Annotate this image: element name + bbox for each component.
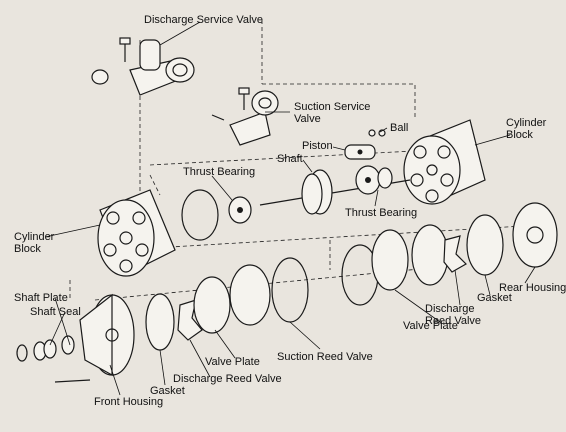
label-cylinder-block-left-line1: Cylinder [14,231,55,243]
thrust-bearings [181,165,393,241]
label-shaft-plate: Shaft Plate [14,292,68,304]
label-rear-housing: Rear Housing [499,282,566,294]
label-gasket-rear: Gasket [477,292,512,304]
label-thrust-bearing-right: Thrust Bearing [345,207,418,219]
label-thrust-bearing-top: Thrust Bearing [183,166,256,178]
cylinder-block-right [403,119,486,205]
shaft-seal-parts [16,335,75,362]
label-front-housing: Front Housing [94,396,164,408]
label-discharge-reed-valve-rear-line1: Discharge [425,303,475,315]
label-discharge-reed-valve-front: Discharge Reed Valve [173,373,282,385]
label-cylinder-block-right-line2: Block [506,129,533,141]
piston-assembly [344,129,386,160]
label-gasket-front: Gasket [150,385,185,397]
suction-service-valve [211,87,279,146]
front-valve-stack [145,257,309,351]
shaft-assembly [259,169,411,215]
label-suction-service-valve-line2: Valve [294,113,321,125]
leader-lines [44,21,536,396]
label-ball: Ball [390,122,409,134]
label-shaft: Shaft [277,153,303,165]
label-suction-reed-valve: Suction Reed Valve [277,351,373,363]
discharge-service-valve [91,37,195,96]
front-housing [54,293,135,383]
label-suction-service-valve-line1: Suction Service [294,101,371,113]
label-piston: Piston [302,140,333,152]
label-shaft-seal: Shaft Seal [30,306,81,318]
label-discharge-service-valve: Discharge Service Valve [144,14,264,26]
label-cylinder-block-right-line1: Cylinder [506,117,547,129]
label-valve-plate-rear: Valve Plate [403,320,458,332]
label-valve-plate-front: Valve Plate [205,356,260,368]
rear-valve-stack [341,202,558,306]
label-cylinder-block-left-line2: Block [14,243,41,255]
cylinder-block-left [97,189,176,277]
label-discharge-reed-valve-rear-line2: Reed Valve [425,315,482,327]
